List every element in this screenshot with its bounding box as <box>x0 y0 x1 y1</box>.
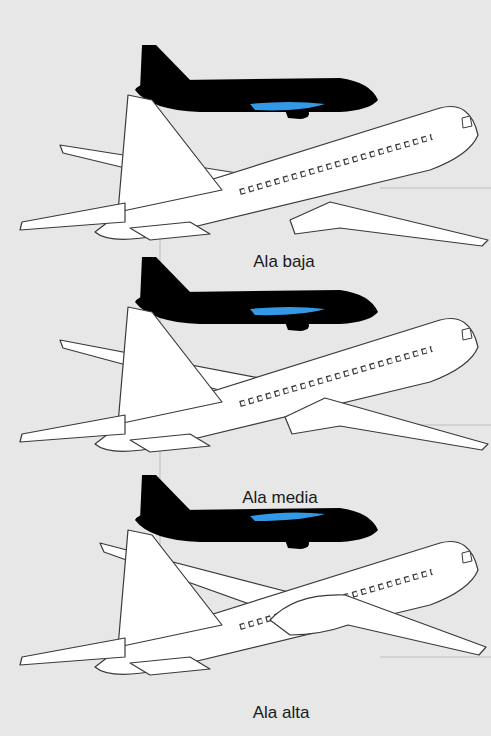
silhouette <box>135 475 378 549</box>
wing-type-label: Ala alta <box>253 703 310 723</box>
wing-type-label: Ala media <box>242 488 318 508</box>
aircraft-body <box>20 530 478 675</box>
low-wing-silhouette <box>135 45 378 119</box>
high-wing-silhouette <box>135 475 378 549</box>
high-wing-aircraft <box>20 530 486 675</box>
aircraft-body <box>20 95 478 240</box>
mid-wing-aircraft <box>20 307 488 452</box>
silhouette-wing <box>250 102 325 110</box>
silhouette <box>135 45 378 119</box>
low-wing-aircraft <box>20 95 488 246</box>
silhouette-wing <box>250 512 325 521</box>
wing-type-label: Ala baja <box>253 252 314 272</box>
near-wing <box>290 202 488 246</box>
silhouette-wing <box>250 307 325 315</box>
near-wing <box>270 595 486 655</box>
near-wing <box>285 398 488 450</box>
guide-line <box>380 188 491 189</box>
guide-line <box>380 657 491 658</box>
